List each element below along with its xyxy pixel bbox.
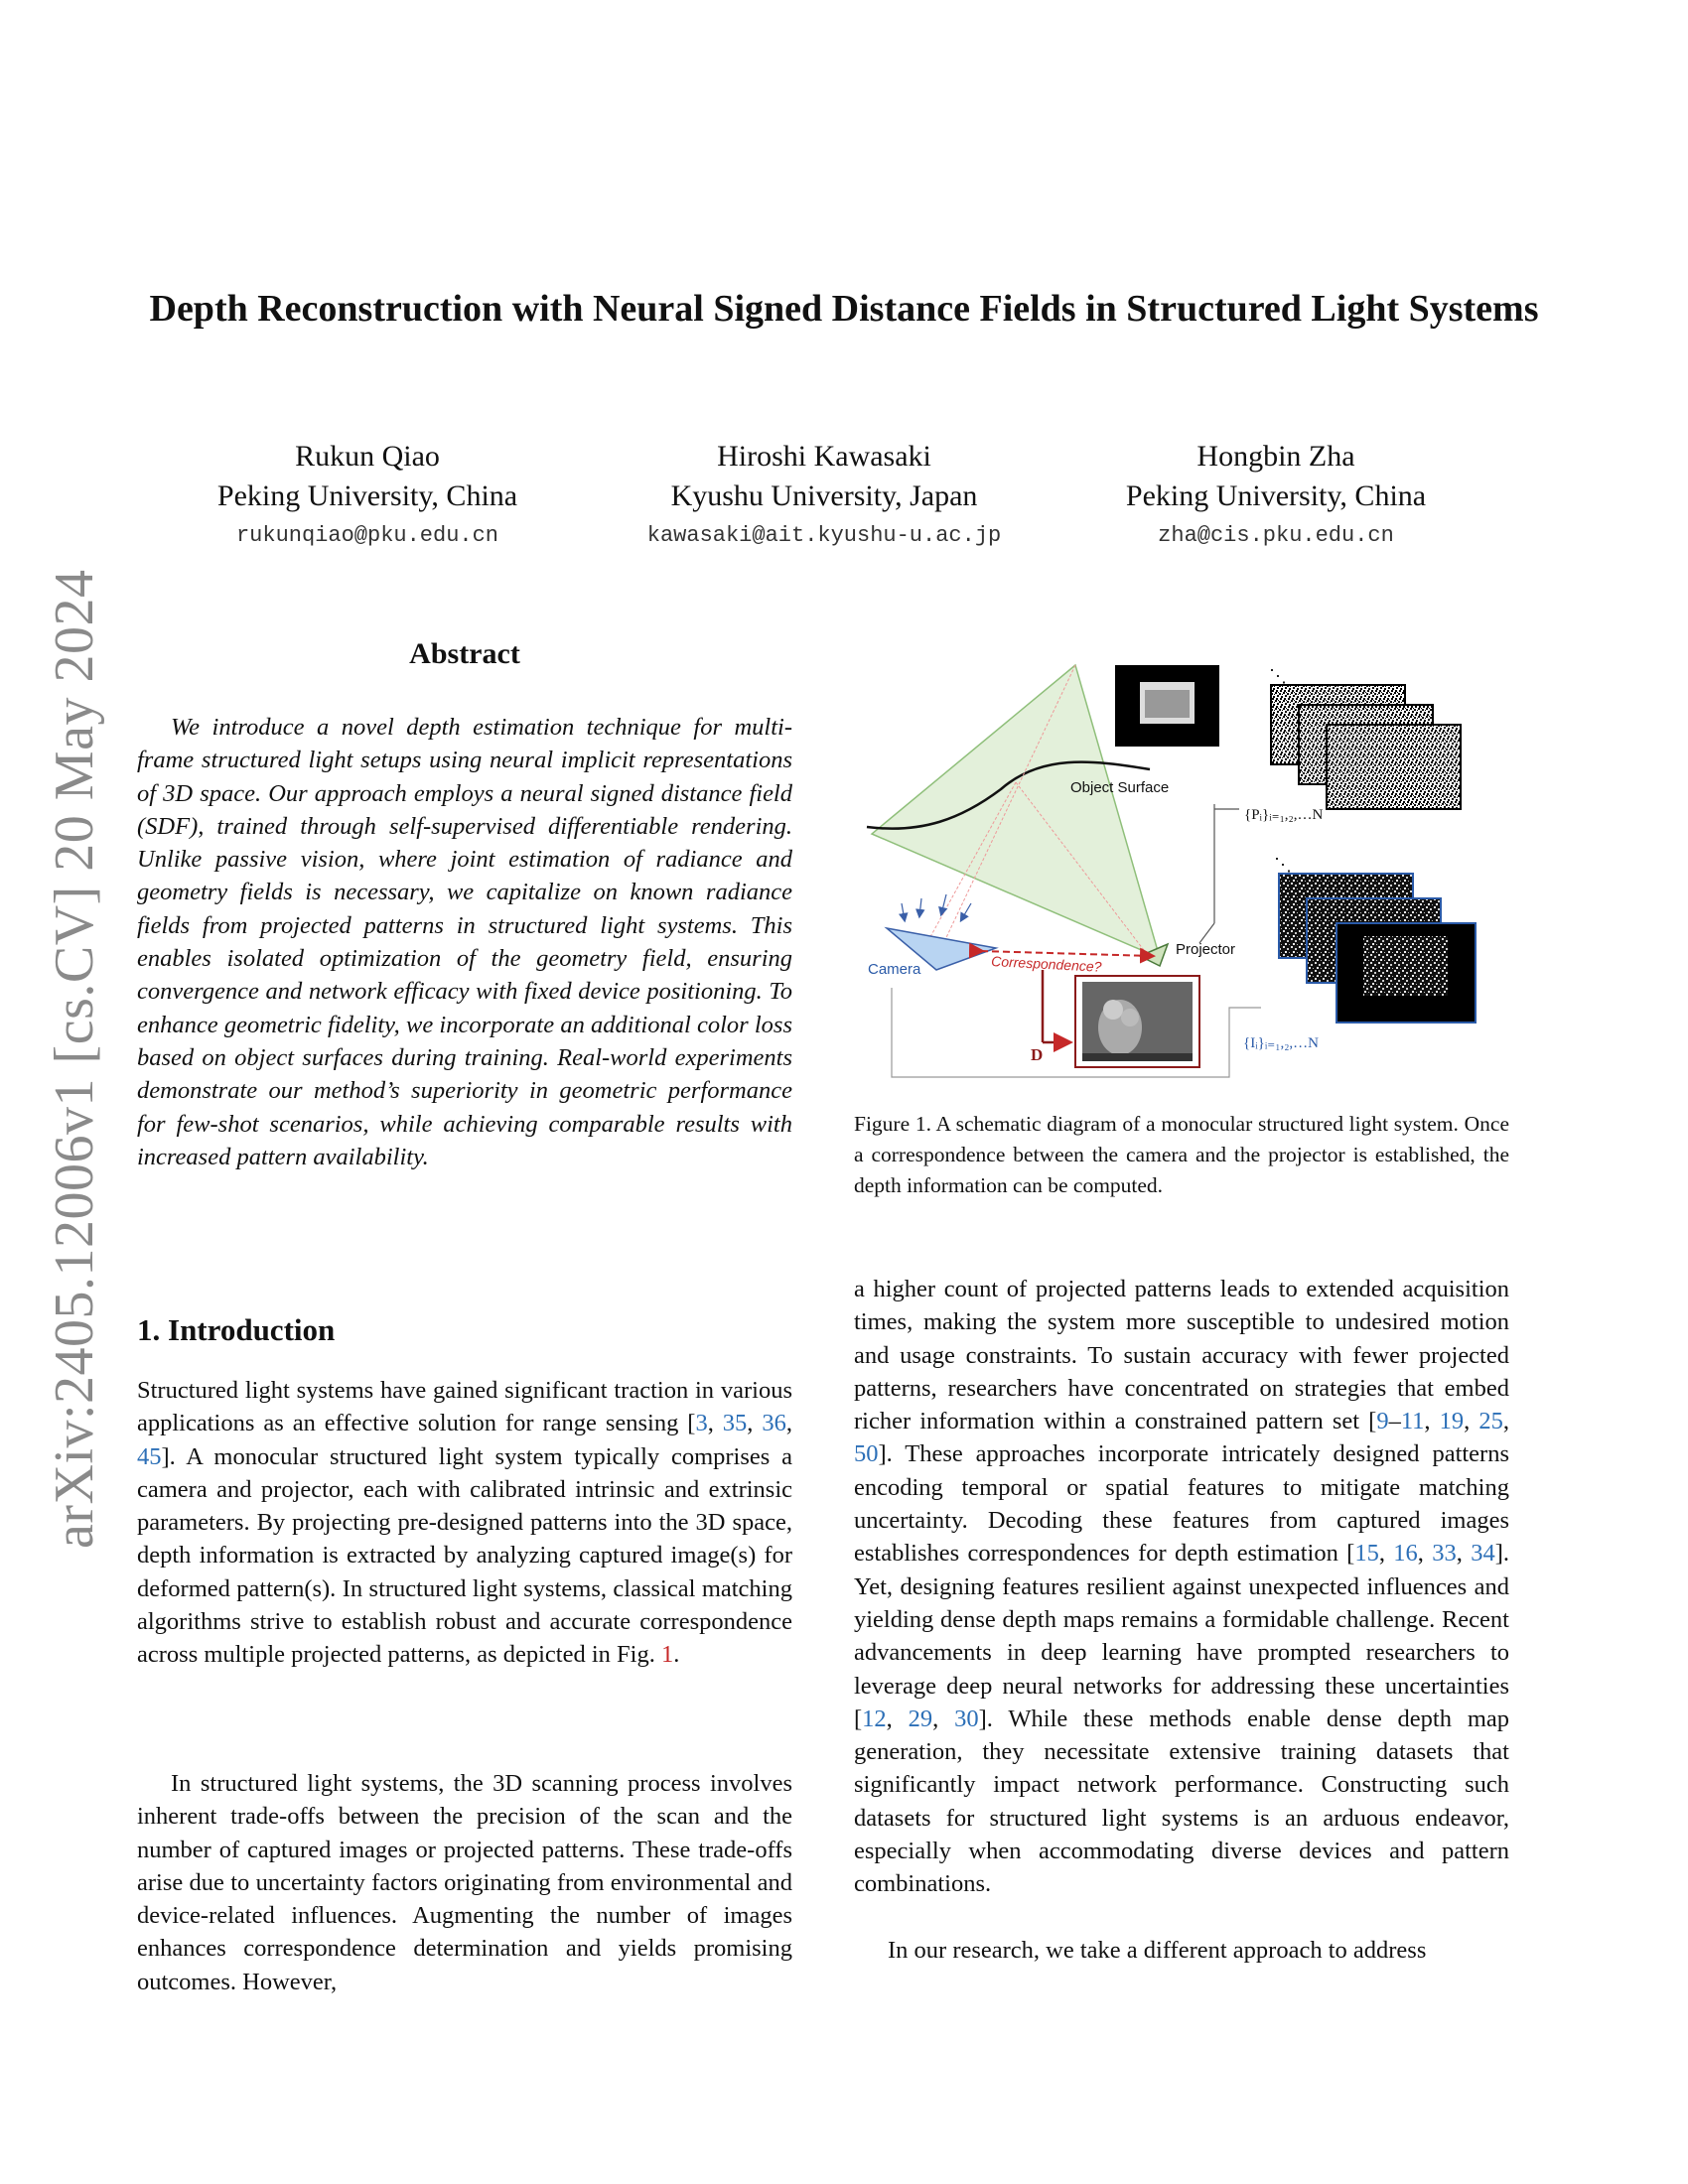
section-heading-introduction: 1. Introduction — [137, 1312, 336, 1347]
intro-paragraph-1: Structured light systems have gained sig… — [137, 1377, 793, 1669]
author-email[interactable]: zha@cis.pku.edu.cn — [1158, 523, 1394, 548]
intro-paragraph-3: a higher count of projected patterns lea… — [854, 1276, 1510, 1898]
label-images: {Iᵢ}ᵢ₌₁,₂,…N — [1243, 1035, 1319, 1051]
label-depth: D — [1031, 1045, 1043, 1064]
dots-bottom: ⋱ — [1274, 855, 1292, 875]
citation-link[interactable]: 35 — [722, 1410, 748, 1437]
citation-link[interactable]: 9 — [1376, 1408, 1389, 1435]
figure-1-caption: Figure 1. A schematic diagram of a monoc… — [854, 1112, 1509, 1197]
figure-reference-link[interactable]: 1 — [660, 1641, 674, 1669]
citation-link[interactable]: 19 — [1439, 1408, 1465, 1435]
label-projector: Projector — [1176, 941, 1235, 958]
author-email[interactable]: rukunqiao@pku.edu.cn — [235, 523, 499, 548]
intro-paragraph-2: In structured light systems, the 3D scan… — [137, 1770, 792, 1995]
author-name: Rukun Qiao — [295, 440, 440, 473]
intro-paragraph-4: In our research, we take a different app… — [888, 1937, 1427, 1964]
paper-title: Depth Reconstruction with Neural Signed … — [149, 288, 1539, 330]
author-name: Hiroshi Kawasaki — [717, 440, 931, 473]
figure-1-diagram: Object Surface Camera Projector Correspo… — [866, 663, 1477, 1078]
author-affiliation: Kyushu University, Japan — [670, 479, 978, 512]
camera-frustum — [884, 926, 999, 971]
pattern-frame-3 — [1326, 724, 1462, 810]
author-block-1: Rukun Qiao Peking University, China ruku… — [179, 437, 556, 556]
citation-link[interactable]: 29 — [908, 1705, 933, 1732]
citation-link[interactable]: 15 — [1354, 1540, 1379, 1568]
citation-link[interactable]: 16 — [1393, 1540, 1418, 1568]
label-camera: Camera — [868, 961, 921, 978]
citation-link[interactable]: 50 — [854, 1440, 879, 1468]
author-name: Hongbin Zha — [1196, 440, 1355, 473]
citation-link[interactable]: 36 — [762, 1410, 786, 1437]
label-patterns: {Pᵢ}ᵢ₌₁,₂,…N — [1244, 807, 1324, 823]
author-email[interactable]: kawasaki@ait.kyushu-u.ac.jp — [646, 523, 1002, 548]
citation-link[interactable]: 34 — [1471, 1540, 1495, 1568]
object-surface-curve — [866, 760, 1151, 830]
label-object-surface: Object Surface — [1070, 779, 1169, 796]
citation-link[interactable]: 3 — [695, 1410, 708, 1437]
projector-light-cone — [870, 663, 1162, 960]
label-correspondence: Correspondence? — [991, 953, 1102, 975]
citation-link[interactable]: 33 — [1432, 1540, 1457, 1568]
citation-link[interactable]: 11 — [1400, 1408, 1425, 1435]
dots-top: ⋱ — [1269, 666, 1287, 686]
citation-link[interactable]: 30 — [954, 1705, 979, 1732]
abstract-heading: Abstract — [409, 637, 520, 670]
author-block-2: Hiroshi Kawasaki Kyushu University, Japa… — [596, 437, 1053, 556]
citation-link[interactable]: 12 — [862, 1705, 887, 1732]
author-affiliation: Peking University, China — [1125, 479, 1427, 512]
citation-link[interactable]: 45 — [137, 1442, 162, 1470]
author-affiliation: Peking University, China — [216, 479, 518, 512]
author-block-3: Hongbin Zha Peking University, China zha… — [1082, 437, 1470, 556]
citation-link[interactable]: 25 — [1478, 1408, 1503, 1435]
abstract-body: We introduce a novel depth estimation te… — [137, 714, 792, 1170]
arxiv-identifier: arXiv:2405.12006v1 [cs.CV] 20 May 2024 — [44, 569, 105, 1549]
